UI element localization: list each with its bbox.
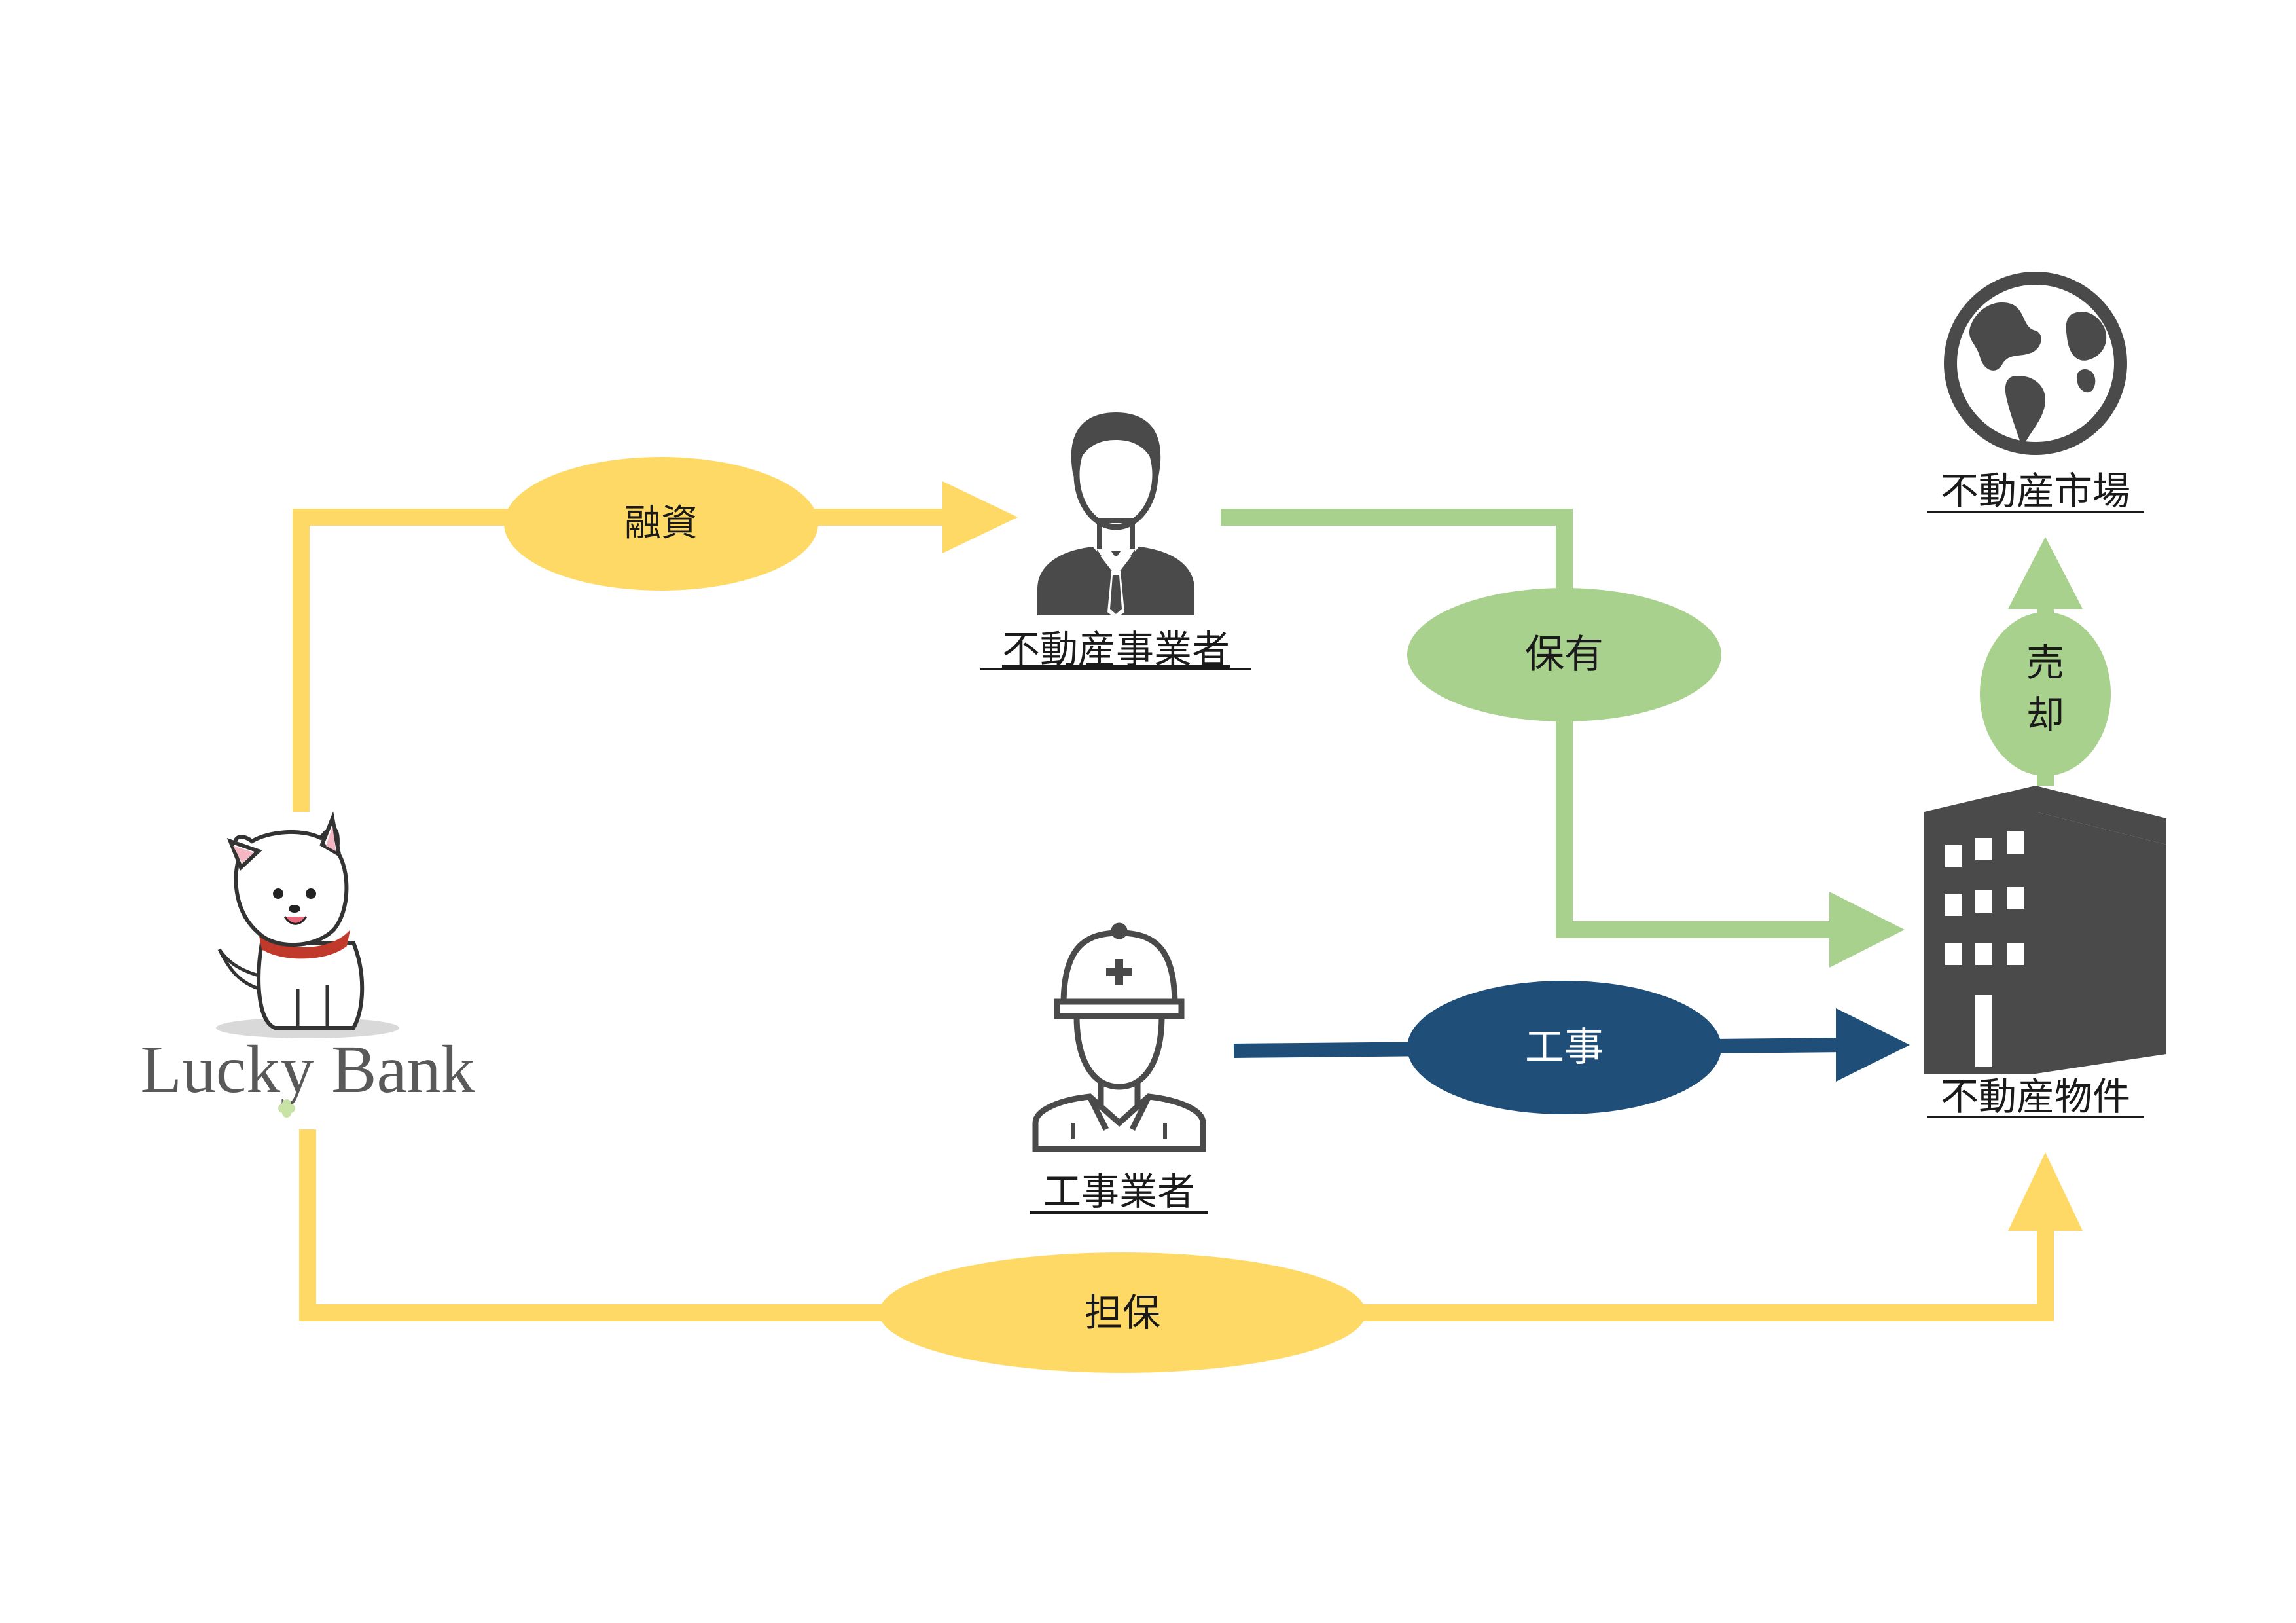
financing-label: 融資: [624, 502, 698, 545]
construction-label: 工事: [1525, 1025, 1604, 1070]
ownership-label-bubble: 保有: [1407, 588, 1721, 721]
construction-arrowhead: [1836, 1008, 1910, 1082]
construction-label-bubble: 工事: [1407, 981, 1721, 1114]
dog-mascot-icon: [216, 811, 399, 1038]
construction-worker-icon: [1032, 922, 1206, 1152]
office-building-icon: [1924, 786, 2166, 1074]
financing-arrowhead: [942, 481, 1018, 553]
brand-name: Lucky Bank: [140, 1032, 475, 1107]
lucky-bank-node: Lucky Bank: [140, 811, 475, 1118]
sale-label-bubble: 売 却: [1980, 612, 2111, 776]
ownership-arrowhead: [1829, 892, 1905, 968]
collateral-label-bubble: 担保: [879, 1252, 1366, 1373]
collateral-label: 担保: [1085, 1290, 1160, 1335]
sale-arrowhead: [2008, 537, 2083, 609]
developer-node: 不動産事業者: [980, 412, 1251, 672]
developer-label: 不動産事業者: [1002, 627, 1230, 672]
market-label: 不動産市場: [1941, 469, 2130, 513]
collateral-arrowhead: [2008, 1152, 2083, 1231]
globe-icon: [1944, 272, 2127, 455]
businessperson-icon: [1037, 412, 1194, 619]
sale-label-line1: 売: [2026, 640, 2064, 685]
contractor-label: 工事業者: [1043, 1169, 1195, 1214]
contractor-node: 工事業者: [1030, 922, 1208, 1214]
property-node: 不動産物件: [1924, 786, 2166, 1119]
ownership-label: 保有: [1525, 632, 1604, 678]
sale-label-line2: 却: [2026, 693, 2064, 737]
clover-icon: [278, 1099, 295, 1118]
market-node: 不動産市場: [1927, 272, 2144, 513]
financing-label-bubble: 融資: [504, 457, 818, 591]
property-label: 不動産物件: [1941, 1074, 2130, 1119]
ownership-connector: [1221, 509, 1905, 968]
